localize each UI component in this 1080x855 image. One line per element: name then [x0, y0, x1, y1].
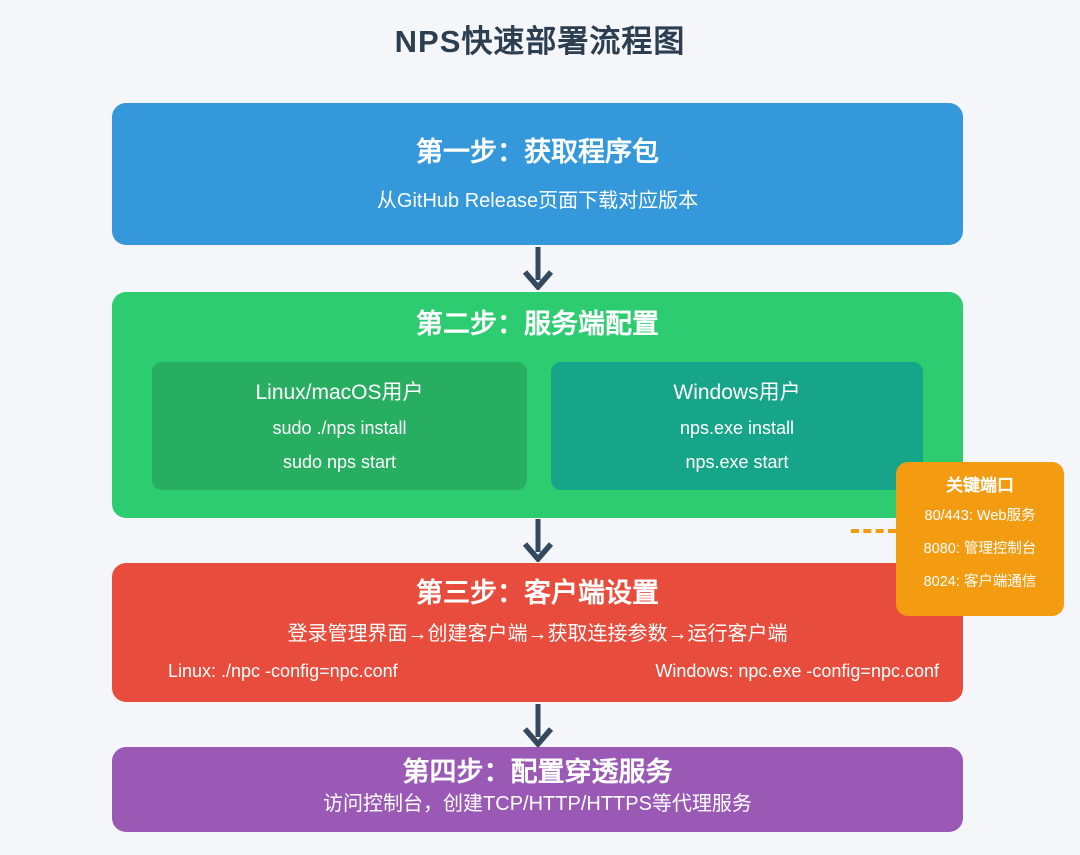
step1-title: 第一步：获取程序包 [416, 137, 659, 167]
npc-windows-command: Windows: npc.exe -config=npc.conf [655, 661, 939, 681]
key-ports-note: 关键端口 80/443: Web服务 8080: 管理控制台 8024: 客户端… [896, 462, 1064, 616]
step2-box: 第二步：服务端配置 Linux/macOS用户 sudo ./nps insta… [112, 292, 963, 518]
port-client-comm: 8024: 客户端通信 [923, 574, 1037, 590]
step1-box: 第一步：获取程序包 从GitHub Release页面下载对应版本 [112, 103, 963, 245]
windows-subbox: Windows用户 nps.exe install nps.exe start [551, 362, 923, 490]
key-ports-title: 关键端口 [946, 476, 1014, 495]
down-arrow-icon [522, 704, 554, 747]
step3-subtitle: 登录管理界面→创建客户端→获取连接参数→运行客户端 [287, 623, 788, 645]
step2-subbox-row: Linux/macOS用户 sudo ./nps install sudo np… [152, 362, 923, 490]
step2-title: 第二步：服务端配置 [416, 309, 659, 339]
step4-subtitle: 访问控制台，创建TCP/HTTP/HTTPS等代理服务 [323, 793, 752, 815]
down-arrow-icon [522, 519, 554, 562]
step3-title: 第三步：客户端设置 [416, 578, 659, 608]
linux-install-command: sudo ./nps install [272, 418, 407, 438]
dashed-connector-line [851, 529, 896, 533]
windows-subbox-title: Windows用户 [673, 380, 801, 404]
port-web-service: 80/443: Web服务 [924, 508, 1036, 524]
step3-box: 第三步：客户端设置 登录管理界面→创建客户端→获取连接参数→运行客户端 Linu… [112, 563, 963, 702]
down-arrow-icon [522, 247, 554, 290]
linux-macos-subbox-title: Linux/macOS用户 [255, 380, 424, 404]
step4-title: 第四步：配置穿透服务 [402, 757, 673, 787]
step1-subtitle: 从GitHub Release页面下载对应版本 [376, 190, 699, 212]
page-title: NPS快速部署流程图 [394, 24, 686, 59]
windows-start-command: nps.exe start [685, 451, 789, 472]
step4-box: 第四步：配置穿透服务 访问控制台，创建TCP/HTTP/HTTPS等代理服务 [112, 747, 963, 832]
windows-install-command: nps.exe install [679, 418, 795, 438]
step3-command-row: Linux: ./npc -config=npc.conf Windows: n… [112, 657, 963, 683]
linux-macos-subbox: Linux/macOS用户 sudo ./nps install sudo np… [152, 362, 527, 490]
npc-linux-command: Linux: ./npc -config=npc.conf [168, 661, 398, 681]
linux-start-command: sudo nps start [282, 451, 397, 472]
port-admin-console: 8080: 管理控制台 [923, 541, 1037, 557]
